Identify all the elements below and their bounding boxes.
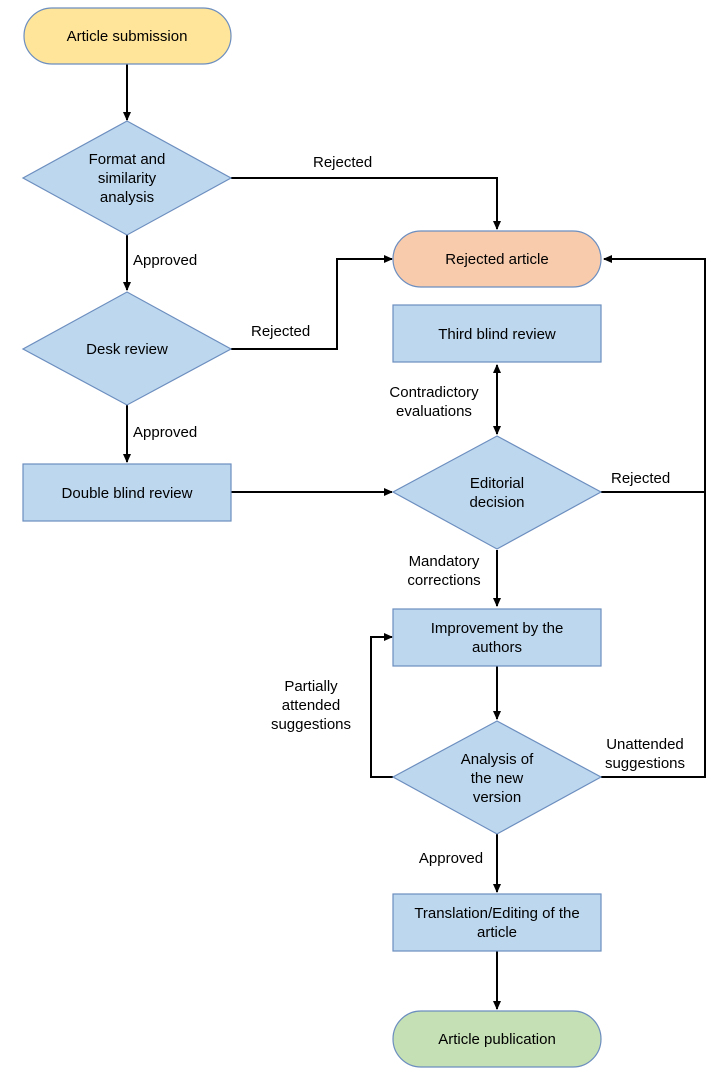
node-label-line-2: the new bbox=[471, 770, 524, 787]
node-article-publication: Article publication bbox=[392, 1010, 602, 1068]
edge-label-format-rejected: Rejected bbox=[313, 154, 372, 171]
node-rejected-article: Rejected article bbox=[392, 230, 602, 288]
edge-label-format-approved: Approved bbox=[133, 252, 197, 269]
node-label-line-1: Editorial bbox=[470, 475, 524, 492]
edge-label-analysis-approved: Approved bbox=[419, 850, 483, 867]
edge-desk-to-rejected bbox=[231, 255, 393, 350]
node-label: Desk review bbox=[86, 341, 168, 358]
node-editorial-decision: Editorial decision bbox=[391, 435, 603, 550]
edges bbox=[123, 64, 706, 1010]
decision-shape bbox=[21, 291, 233, 406]
node-improvement-authors: Improvement by the authors bbox=[392, 608, 602, 667]
edge-label-mandatory-line-1: Mandatory bbox=[409, 553, 480, 570]
edge-editorial-to-rejected bbox=[601, 255, 706, 493]
process-shape bbox=[22, 463, 232, 522]
terminal-shape bbox=[23, 7, 232, 65]
node-label-line-1: Analysis of bbox=[461, 751, 534, 768]
edge-label-contradictory-line-1: Contradictory bbox=[389, 384, 479, 401]
process-shape bbox=[392, 304, 602, 363]
edge-label-mandatory-line-2: corrections bbox=[407, 572, 480, 589]
node-label: Article publication bbox=[438, 1031, 556, 1048]
node-label-line-2: similarity bbox=[98, 170, 157, 187]
node-label-line-2: authors bbox=[472, 639, 522, 656]
node-label: Article submission bbox=[67, 28, 188, 45]
edge-label-unattended-line-2: suggestions bbox=[605, 755, 685, 772]
node-double-blind-review: Double blind review bbox=[22, 463, 232, 522]
node-label: Double blind review bbox=[62, 485, 193, 502]
process-shape bbox=[392, 893, 602, 952]
edge-format-to-rejected bbox=[231, 177, 501, 230]
node-third-blind-review: Third blind review bbox=[392, 304, 602, 363]
edge-label-partially-line-1: Partially bbox=[284, 678, 338, 695]
decision-shape bbox=[391, 435, 603, 550]
node-label-line-2: decision bbox=[469, 494, 524, 511]
edge-label-unattended-line-1: Unattended bbox=[606, 736, 684, 753]
node-label: Third blind review bbox=[438, 326, 556, 343]
node-label-line-2: article bbox=[477, 924, 517, 941]
decision-shape bbox=[391, 720, 603, 835]
process-shape bbox=[392, 608, 602, 667]
node-article-submission: Article submission bbox=[23, 7, 232, 65]
node-format-similarity: Format and similarity analysis bbox=[21, 120, 233, 236]
decision-shape bbox=[21, 120, 233, 236]
edge-label-partially-line-2: attended bbox=[282, 697, 340, 714]
edge-label-contradictory-line-2: evaluations bbox=[396, 403, 472, 420]
edge-labels: Rejected Approved Rejected Approved Cont… bbox=[133, 154, 685, 867]
node-label: Rejected article bbox=[445, 251, 548, 268]
edge-label-partially-line-3: suggestions bbox=[271, 716, 351, 733]
edge-label-desk-rejected: Rejected bbox=[251, 323, 310, 340]
node-label-line-3: version bbox=[473, 789, 521, 806]
edge-analysis-to-rejected bbox=[601, 492, 706, 778]
node-desk-review: Desk review bbox=[21, 291, 233, 406]
terminal-shape bbox=[392, 230, 602, 288]
edge-analysis-to-improvement bbox=[370, 633, 393, 778]
node-label-line-1: Translation/Editing of the bbox=[414, 905, 579, 922]
node-translation-editing: Translation/Editing of the article bbox=[392, 893, 602, 952]
node-label-line-1: Format and bbox=[89, 151, 166, 168]
edge-label-editorial-rejected: Rejected bbox=[611, 470, 670, 487]
edge-label-desk-approved: Approved bbox=[133, 424, 197, 441]
node-analysis-new-version: Analysis of the new version bbox=[391, 720, 603, 835]
node-label-line-3: analysis bbox=[100, 189, 154, 206]
terminal-shape bbox=[392, 1010, 602, 1068]
node-label-line-1: Improvement by the bbox=[431, 620, 564, 637]
